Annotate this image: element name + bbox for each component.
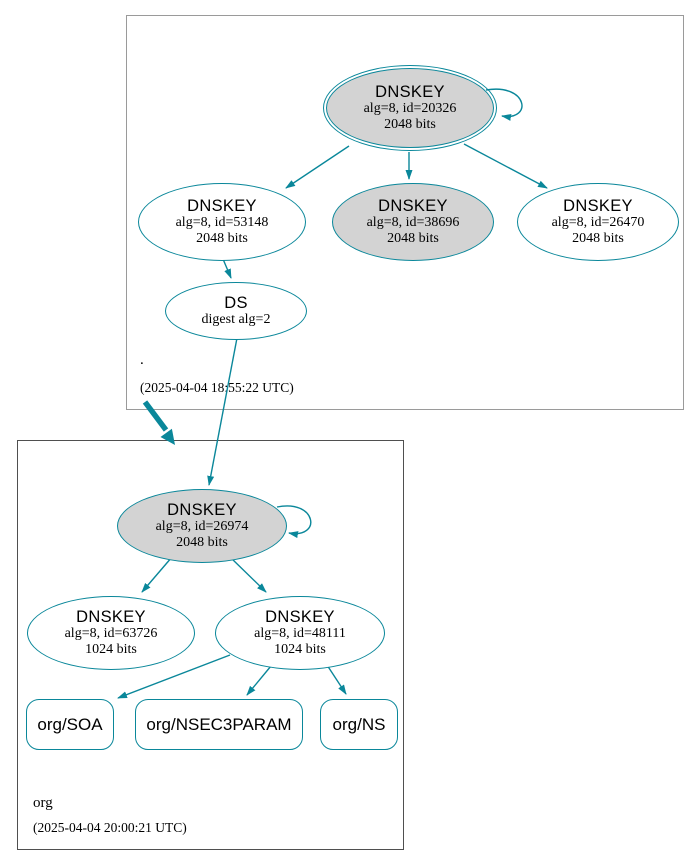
node-title: DNSKEY (76, 607, 146, 626)
node-alg-id: alg=8, id=26974 (155, 518, 249, 534)
node-title: DNSKEY (378, 196, 448, 215)
node-bits: 1024 bits (274, 642, 326, 658)
node-alg-id: alg=8, id=26470 (551, 214, 645, 230)
node-dnskey-63726[interactable]: DNSKEY alg=8, id=63726 1024 bits (27, 596, 195, 670)
root-zone-timestamp: (2025-04-04 18:55:22 UTC) (140, 380, 294, 395)
node-ds[interactable]: DS digest alg=2 (165, 282, 307, 340)
node-dnskey-26470[interactable]: DNSKEY alg=8, id=26470 2048 bits (517, 183, 679, 261)
node-bits: 2048 bits (176, 535, 228, 551)
node-dnskey-20326-ksk[interactable]: DNSKEY alg=8, id=20326 2048 bits (322, 64, 498, 152)
rrset-label: org/NSEC3PARAM (146, 714, 292, 734)
root-zone-box (126, 15, 684, 410)
node-alg-id: alg=8, id=38696 (366, 214, 460, 230)
node-title: DNSKEY (563, 196, 633, 215)
node-rrset-org-nsec3param[interactable]: org/NSEC3PARAM (135, 699, 303, 750)
node-alg-id: alg=8, id=20326 (363, 100, 457, 116)
node-rrset-org-ns[interactable]: org/NS (320, 699, 398, 750)
node-dnskey-26974-ksk[interactable]: DNSKEY alg=8, id=26974 2048 bits (117, 489, 287, 563)
node-bits: 2048 bits (196, 231, 248, 247)
node-alg-id: alg=8, id=53148 (175, 214, 269, 230)
org-zone-timestamp: (2025-04-04 20:00:21 UTC) (33, 820, 187, 835)
node-digest: digest alg=2 (201, 312, 271, 328)
node-alg-id: alg=8, id=48111 (254, 625, 346, 641)
node-title: DNSKEY (375, 82, 445, 101)
rrset-label: org/NS (332, 714, 386, 734)
rrset-label: org/SOA (37, 714, 103, 734)
node-title: DNSKEY (187, 196, 257, 215)
node-dnskey-53148[interactable]: DNSKEY alg=8, id=53148 2048 bits (138, 183, 306, 261)
node-title: DS (224, 293, 248, 312)
node-title: DNSKEY (265, 607, 335, 626)
node-bits: 2048 bits (387, 231, 439, 247)
node-bits: 1024 bits (85, 642, 137, 658)
node-dnskey-38696[interactable]: DNSKEY alg=8, id=38696 2048 bits (332, 183, 494, 261)
node-title: DNSKEY (167, 500, 237, 519)
root-zone-name: . (140, 352, 144, 368)
node-dnskey-48111[interactable]: DNSKEY alg=8, id=48111 1024 bits (215, 596, 385, 670)
node-bits: 2048 bits (572, 231, 624, 247)
node-alg-id: alg=8, id=63726 (64, 625, 158, 641)
org-zone-name: org (33, 795, 53, 811)
node-rrset-org-soa[interactable]: org/SOA (26, 699, 114, 750)
node-bits: 2048 bits (384, 117, 436, 133)
